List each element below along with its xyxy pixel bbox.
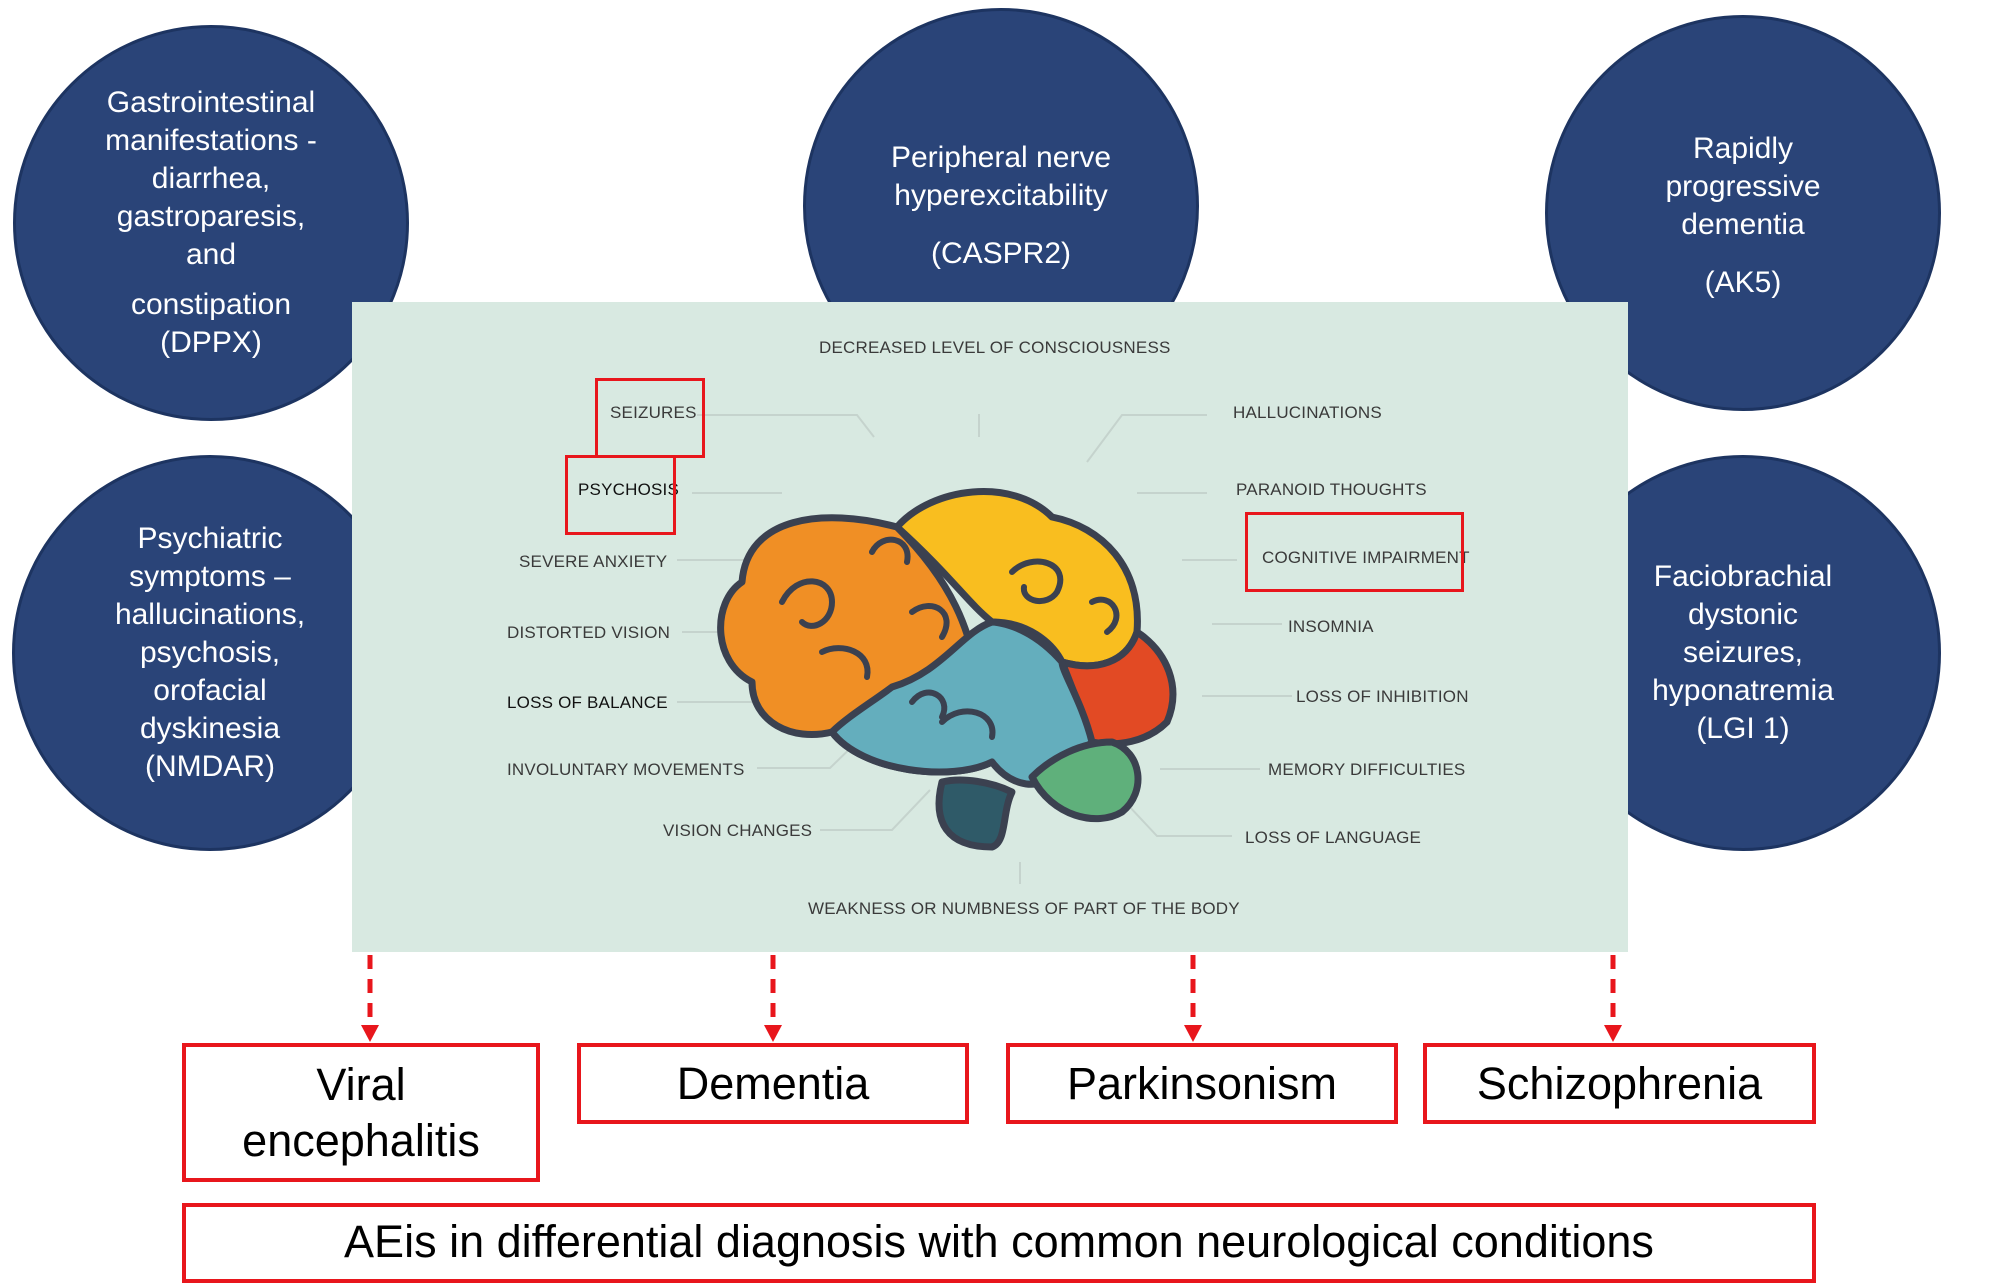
dx-parkinsonism: Parkinsonism	[1006, 1043, 1398, 1124]
circle-subtext: (CASPR2)	[930, 237, 1072, 270]
symptom-loss-of-balance: LOSS OF BALANCE	[507, 693, 668, 712]
symptom-seizures: SEIZURES	[610, 403, 697, 422]
symptom-insomnia: INSOMNIA	[1288, 617, 1374, 636]
symptom-paranoid-thoughts: PARANOID THOUGHTS	[1236, 480, 1427, 499]
circle-text: Gastrointestinal manifestations - diarrh…	[105, 86, 317, 271]
symptom-hallucinations: HALLUCINATIONS	[1233, 403, 1382, 422]
symptom-involuntary-movements: INVOLUNTARY MOVEMENTS	[507, 760, 745, 779]
dx-viral-encephalitis-label: Viral encephalitis	[242, 1058, 480, 1166]
symptom-vision-changes: VISION CHANGES	[663, 821, 813, 840]
circle-text: Psychiatric symptoms – hallucinations, p…	[114, 522, 306, 783]
dx-dementia: Dementia	[577, 1043, 969, 1124]
symptoms-brain-panel: DECREASED LEVEL OF CONSCIOUSNESS SEIZURE…	[352, 302, 1628, 952]
circle-subtext: constipation (DPPX)	[130, 288, 292, 359]
dx-dementia-label: Dementia	[676, 1057, 870, 1109]
symptom-psychosis: PSYCHOSIS	[578, 480, 679, 499]
dx-schizophrenia: Schizophrenia	[1423, 1043, 1816, 1124]
circle-text: Rapidly progressive dementia	[1665, 132, 1821, 241]
symptom-weakness-numbness: WEAKNESS OR NUMBNESS OF PART OF THE BODY	[808, 899, 1240, 918]
symptom-cognitive-impairment: COGNITIVE IMPAIRMENT	[1262, 548, 1470, 567]
symptom-distorted-vision: DISTORTED VISION	[507, 623, 671, 642]
dx-parkinsonism-label: Parkinsonism	[1066, 1057, 1338, 1109]
highlight-cognitive-impairment	[1245, 512, 1464, 592]
symptom-memory-difficulties: MEMORY DIFFICULTIES	[1268, 760, 1466, 779]
circle-text: Peripheral nerve hyperexcitability	[890, 141, 1112, 212]
footer-caption-box: AEis in differential diagnosis with comm…	[182, 1203, 1816, 1283]
circle-gastrointestinal-dppx: Gastrointestinal manifestations - diarrh…	[13, 25, 409, 421]
dx-viral-encephalitis: Viral encephalitis	[182, 1043, 540, 1182]
symptom-decreased-consciousness: DECREASED LEVEL OF CONSCIOUSNESS	[819, 338, 1171, 357]
brain-illustration	[677, 414, 1292, 884]
circle-subtext: (AK5)	[1704, 266, 1782, 299]
brain-folds	[779, 536, 1120, 740]
dx-schizophrenia-label: Schizophrenia	[1476, 1057, 1763, 1109]
symptom-severe-anxiety: SEVERE ANXIETY	[519, 552, 668, 571]
symptom-loss-of-language: LOSS OF LANGUAGE	[1245, 828, 1422, 847]
highlight-psychosis	[565, 455, 676, 535]
circle-psychiatric-nmdar: Psychiatric symptoms – hallucinations, p…	[12, 455, 408, 851]
footer-caption: AEis in differential diagnosis with comm…	[344, 1216, 1654, 1267]
circle-text: Faciobrachial dystonic seizures, hyponat…	[1652, 560, 1834, 745]
symptom-loss-of-inhibition: LOSS OF INHIBITION	[1296, 687, 1469, 706]
brain-shape	[717, 488, 1177, 851]
